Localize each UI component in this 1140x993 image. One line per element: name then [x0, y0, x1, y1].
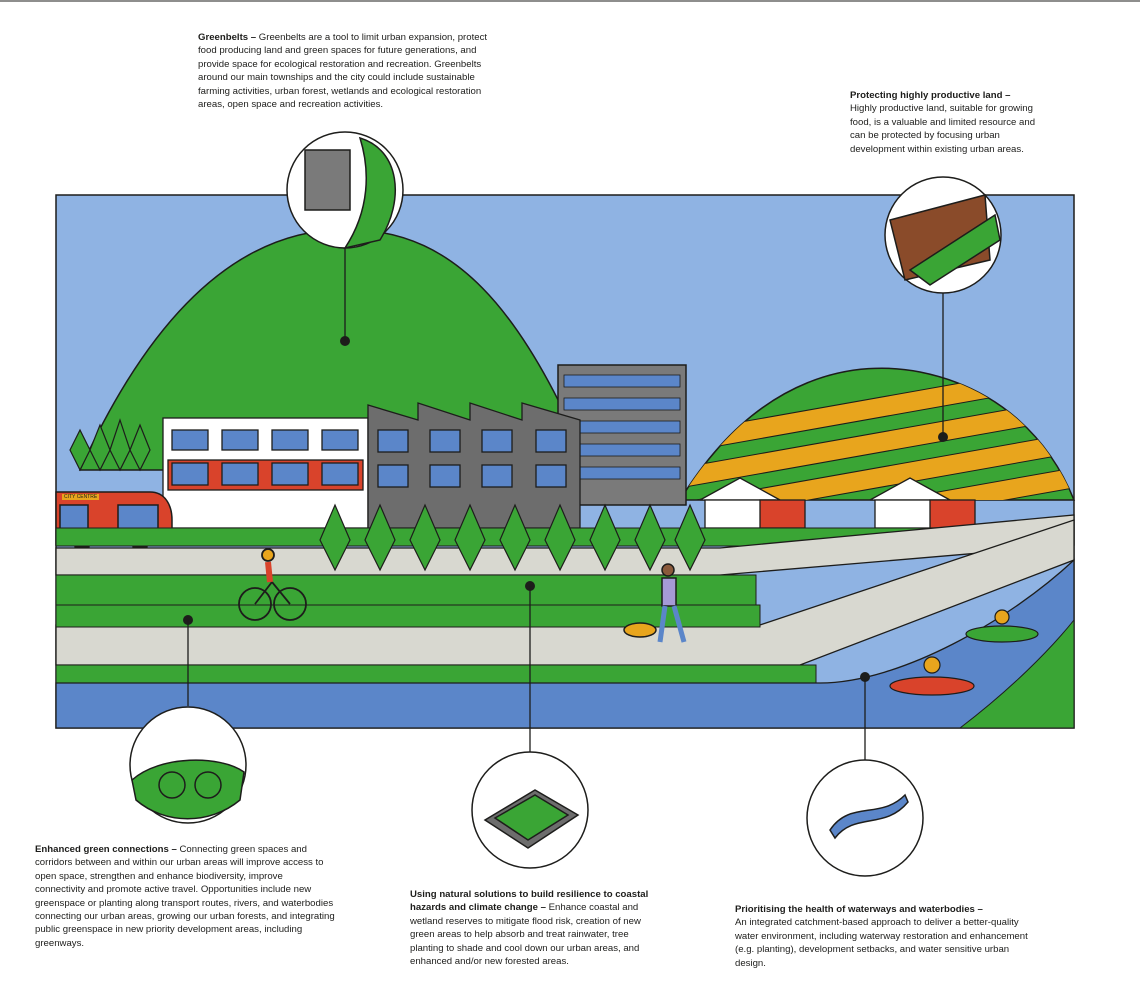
green-connections-title: Enhanced green connections – — [35, 844, 177, 855]
caption-natural-solutions: Using natural solutions to build resilie… — [410, 888, 658, 968]
green-connections-body: Connecting green spaces and corridors be… — [35, 844, 335, 949]
greenbelts-body: Greenbelts are a tool to limit urban exp… — [198, 32, 488, 111]
caption-greenbelts: Greenbelts – Greenbelts are a tool to li… — [198, 31, 498, 111]
scene-frame — [55, 194, 1076, 729]
productive-land-title: Protecting highly productive land – — [850, 90, 1011, 101]
terrace-houses-grey — [367, 402, 581, 529]
detail-circle-waterways — [806, 759, 924, 877]
bus-destination-sign: CITY CENTRE — [62, 494, 100, 500]
cyclist — [238, 548, 307, 621]
natural-solutions-body: Enhance coastal and wetland reserves to … — [410, 902, 641, 968]
street-trees — [69, 418, 706, 572]
greenbelts-title: Greenbelts – — [198, 32, 257, 43]
detail-circle-greenbelts — [286, 131, 404, 250]
detail-circle-natural-solutions — [471, 751, 589, 869]
dog-walker — [623, 563, 687, 643]
waterways-body: An integrated catchment-based approach t… — [735, 917, 1028, 969]
waterways-title: Prioritising the health of waterways and… — [735, 904, 983, 915]
caption-productive-land: Protecting highly productive land – High… — [850, 89, 1050, 156]
kayaks — [889, 609, 1039, 696]
productive-land-body: Highly productive land, suitable for gro… — [850, 103, 1036, 155]
caption-waterways: Prioritising the health of waterways and… — [735, 903, 1035, 970]
detail-circle-green-connections — [129, 706, 247, 824]
detail-circle-productive-land — [884, 176, 1002, 294]
single-houses — [699, 477, 976, 529]
caption-green-connections: Enhanced green connections – Connecting … — [35, 843, 335, 950]
natural-solutions-title: Using natural solutions to build resilie… — [410, 889, 649, 914]
